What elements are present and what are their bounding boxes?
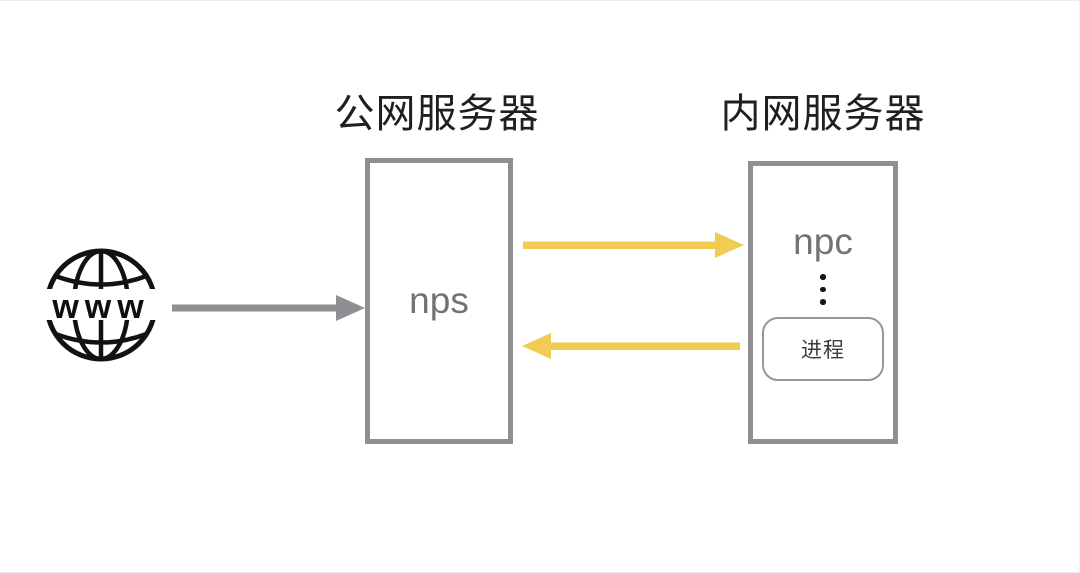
arrow-npc-to-nps: [522, 333, 740, 359]
npc-server-box: npc 进程: [748, 161, 898, 444]
public-server-title: 公网服务器: [334, 92, 540, 136]
npc-label: npc: [793, 221, 853, 262]
arrow-internet-to-nps: [172, 295, 365, 321]
nps-label: nps: [409, 280, 469, 321]
nps-server-box: nps: [365, 158, 513, 444]
process-box: 进程: [762, 317, 884, 381]
process-label: 进程: [801, 339, 845, 362]
vertical-ellipsis-icon: [753, 274, 893, 305]
arrow-nps-to-npc: [523, 232, 744, 258]
www-label: www: [51, 288, 149, 326]
private-server-title: 内网服务器: [720, 92, 926, 136]
www-globe-icon: www: [43, 248, 159, 362]
